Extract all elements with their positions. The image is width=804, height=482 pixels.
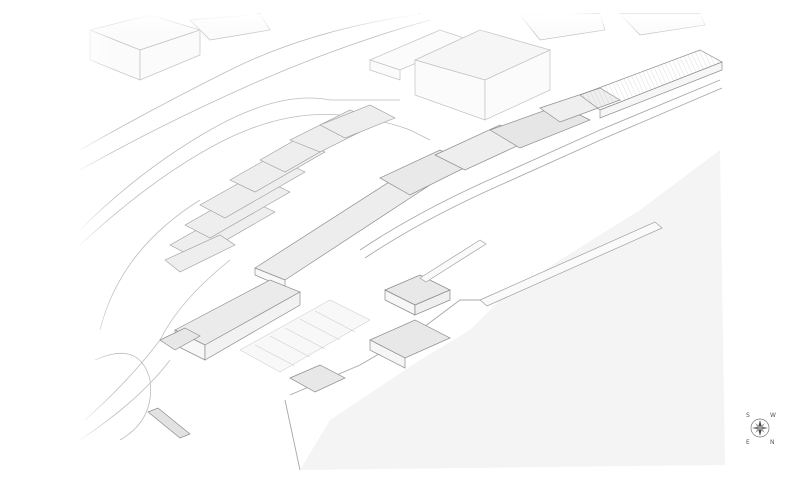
parking-lot [239, 299, 371, 373]
shed-clusters [164, 104, 396, 273]
compass-east-label: E [746, 439, 750, 446]
road-network [79, 13, 431, 441]
short-jetty [419, 239, 487, 283]
compass-rose: S W E N [746, 412, 776, 446]
long-pier [479, 221, 663, 307]
harbor-water [300, 150, 725, 470]
compass-south-label: S [746, 412, 750, 419]
quay-buildings [147, 274, 451, 439]
long-shed-roof [579, 49, 723, 111]
compass-north-label: N [770, 439, 775, 446]
harbor-building-complex [159, 279, 301, 361]
piers [419, 221, 663, 307]
waterfront-warehouse-row [254, 49, 723, 289]
compass-rose-icon [750, 418, 770, 438]
compass-west-label: W [770, 412, 776, 419]
